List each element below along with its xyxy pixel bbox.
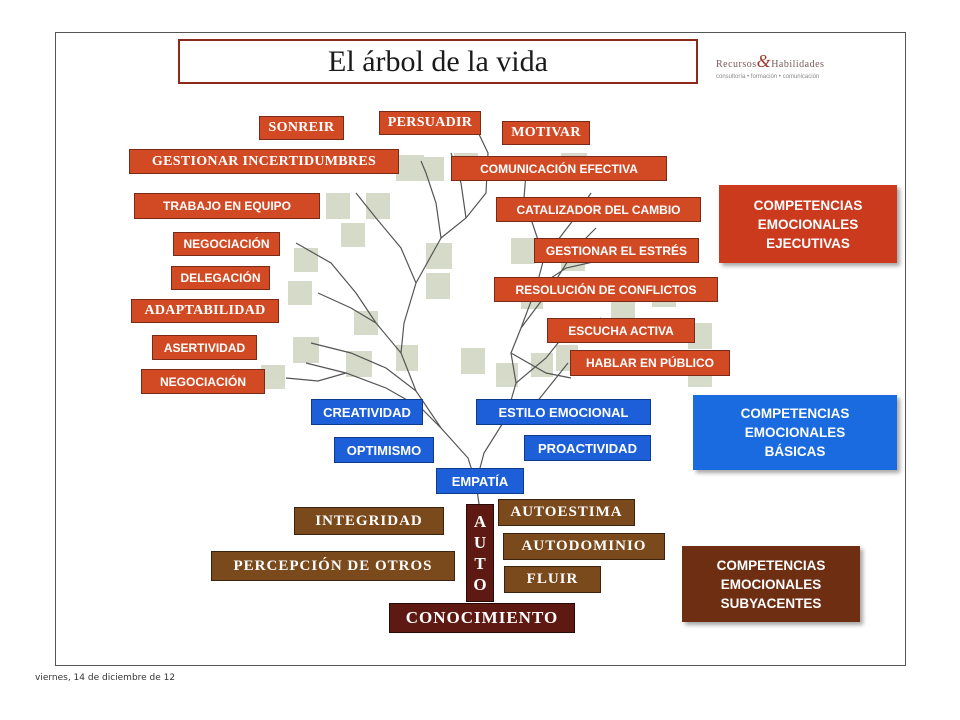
auto-letter-u: U [473,533,487,552]
label-hablar-en-publico: HABLAR EN PÚBLICO [570,350,730,376]
auto-letter-a: A [473,512,487,531]
label-integridad: INTEGRIDAD [294,507,444,535]
label-asertividad: ASERTIVIDAD [152,335,257,360]
label-escucha-activa: ESCUCHA ACTIVA [547,318,695,343]
logo-name-part1: Recursos [716,59,757,70]
label-proactividad: PROACTIVIDAD [524,435,651,461]
label-creatividad: CREATIVIDAD [311,399,423,425]
label-trabajo-en-equipo: TRABAJO EN EQUIPO [134,193,320,219]
label-negociacion-top: NEGOCIACIÓN [173,232,280,256]
auto-letter-o: O [473,575,487,594]
category-ejecutivas: COMPETENCIAS EMOCIONALES EJECUTIVAS [719,185,897,263]
label-sonreir: SONREIR [259,116,344,140]
logo-tagline: consultoría • formación • comunicación [716,74,820,80]
label-fluir: FLUIR [504,566,601,593]
label-empatia: EMPATÍA [436,468,524,494]
label-comunicacion-efectiva: COMUNICACIÓN EFECTIVA [451,156,667,181]
label-estilo-emocional: ESTILO EMOCIONAL [476,399,651,425]
label-optimismo: OPTIMISMO [334,437,434,463]
label-negociacion-bottom: NEGOCIACIÓN [141,369,265,394]
logo-name-part2: Habilidades [771,59,825,70]
label-motivar: MOTIVAR [502,121,590,145]
category-subyacentes: COMPETENCIAS EMOCIONALES SUBYACENTES [682,546,860,622]
label-conocimiento: CONOCIMIENTO [389,603,575,633]
category-basicas: COMPETENCIAS EMOCIONALES BÁSICAS [693,395,897,470]
logo-ampersand: & [756,51,772,71]
label-adaptabilidad: ADAPTABILIDAD [131,299,279,323]
company-logo: Recursos&Habilidades consultoría • forma… [716,51,891,91]
slide: El árbol de la vida Recursos&Habilidades… [55,32,906,666]
slide-date-footer: viernes, 14 de diciembre de 12 [35,673,176,683]
label-persuadir: PERSUADIR [379,111,481,135]
logo-wordmark: Recursos&Habilidades [716,51,891,72]
label-gestionar-incertidumbres: GESTIONAR INCERTIDUMBRES [129,149,399,174]
label-catalizador-del-cambio: CATALIZADOR DEL CAMBIO [496,197,701,222]
label-gestionar-el-estres: GESTIONAR EL ESTRÉS [534,238,699,263]
auto-column: A U T O [466,504,494,602]
label-autoestima: AUTOESTIMA [498,499,635,526]
auto-letter-t: T [474,554,486,573]
label-resolucion-de-conflictos: RESOLUCIÓN DE CONFLICTOS [494,277,718,302]
label-delegacion: DELEGACIÓN [171,266,270,290]
label-autodominio: AUTODOMINIO [503,533,665,560]
label-percepcion-de-otros: PERCEPCIÓN DE OTROS [211,551,455,581]
slide-title: El árbol de la vida [178,39,698,84]
